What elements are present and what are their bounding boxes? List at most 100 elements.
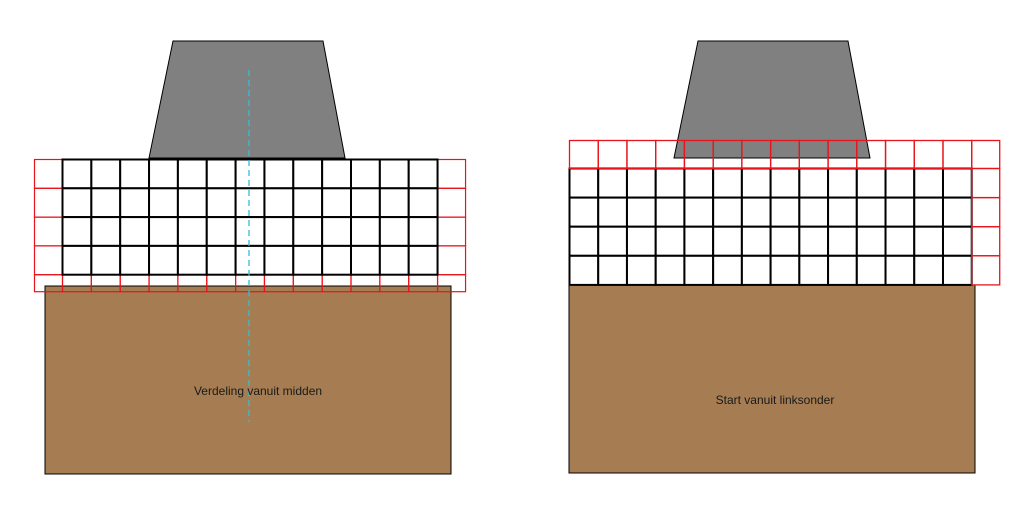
gray-object	[148, 40, 346, 159]
full-tile	[234, 158, 266, 190]
full-tile	[61, 244, 93, 276]
full-tile	[350, 187, 381, 219]
full-tile	[740, 196, 772, 228]
full-tile	[321, 187, 352, 219]
full-tile	[148, 216, 179, 247]
full-tile	[407, 187, 439, 219]
full-tile	[350, 158, 381, 190]
full-tile	[683, 225, 715, 257]
full-tile	[378, 216, 410, 247]
full-tile	[148, 158, 179, 190]
full-tile	[654, 196, 686, 228]
full-tile	[855, 196, 887, 228]
full-tile	[884, 167, 916, 199]
cut-tile	[971, 255, 1001, 286]
full-tile	[292, 244, 324, 276]
full-tile	[407, 216, 439, 247]
full-tile	[769, 196, 801, 228]
full-tile	[884, 225, 916, 257]
full-tile	[90, 187, 122, 219]
full-tile	[625, 254, 657, 286]
full-tile	[827, 225, 858, 257]
full-tile	[827, 196, 858, 228]
full-tile	[941, 167, 973, 199]
full-tile	[597, 225, 628, 257]
full-tile	[941, 225, 973, 257]
full-tile	[798, 225, 830, 257]
full-tile	[683, 254, 715, 286]
full-tile	[798, 167, 830, 199]
full-tile	[712, 167, 743, 199]
full-tile	[568, 167, 600, 199]
full-tile	[205, 187, 237, 219]
full-tile	[625, 196, 657, 228]
full-tile	[119, 158, 151, 190]
full-tile	[176, 244, 208, 276]
full-tile	[292, 216, 324, 247]
full-tile	[350, 216, 381, 247]
full-tile	[855, 225, 887, 257]
full-tile	[769, 225, 801, 257]
cut-tile	[33, 274, 64, 293]
panel-caption: Start vanuit linksonder	[716, 393, 835, 407]
tile-grid	[33, 158, 467, 293]
full-tile	[350, 244, 381, 276]
full-tile	[712, 225, 743, 257]
full-tile	[90, 244, 122, 276]
full-tile	[234, 216, 266, 247]
full-tile	[234, 244, 266, 276]
full-tile	[61, 216, 93, 247]
floor-block	[568, 284, 976, 474]
full-tile	[378, 244, 410, 276]
full-tile	[119, 216, 151, 247]
full-tile	[568, 225, 600, 257]
full-tile	[61, 158, 93, 190]
full-tile	[568, 196, 600, 228]
full-tile	[378, 187, 410, 219]
full-tile	[292, 158, 324, 190]
full-tile	[205, 244, 237, 276]
full-tile	[205, 216, 237, 247]
full-tile	[568, 254, 600, 286]
panel-bottom-left-start: Start vanuit linksonder	[568, 40, 1001, 474]
full-tile	[119, 187, 151, 219]
full-tile	[654, 167, 686, 199]
full-tile	[913, 225, 944, 257]
full-tile	[740, 225, 772, 257]
cut-tile	[436, 274, 467, 293]
full-tile	[913, 196, 944, 228]
full-tile	[263, 187, 295, 219]
full-tile	[90, 158, 122, 190]
panel-caption: Verdeling vanuit midden	[194, 384, 322, 398]
full-tile	[827, 254, 858, 286]
full-tile	[855, 254, 887, 286]
full-tile	[913, 167, 944, 199]
full-tile	[292, 187, 324, 219]
full-tile	[740, 254, 772, 286]
full-tile	[884, 196, 916, 228]
full-tile	[712, 254, 743, 286]
full-tile	[683, 196, 715, 228]
full-tile	[61, 187, 93, 219]
full-tile	[119, 244, 151, 276]
full-tile	[941, 196, 973, 228]
full-tile	[798, 254, 830, 286]
full-tile	[597, 254, 628, 286]
floor-block	[44, 285, 452, 475]
full-tile	[407, 158, 439, 190]
full-tile	[884, 254, 916, 286]
full-tile	[205, 158, 237, 190]
full-tile	[625, 225, 657, 257]
full-tile	[941, 254, 973, 286]
full-tile	[321, 158, 352, 190]
full-tile	[90, 216, 122, 247]
full-tile	[769, 254, 801, 286]
full-tile	[176, 187, 208, 219]
full-tile	[148, 187, 179, 219]
full-tile	[683, 167, 715, 199]
full-tile	[597, 196, 628, 228]
full-tile	[263, 216, 295, 247]
full-tile	[321, 244, 352, 276]
full-tile	[855, 167, 887, 199]
